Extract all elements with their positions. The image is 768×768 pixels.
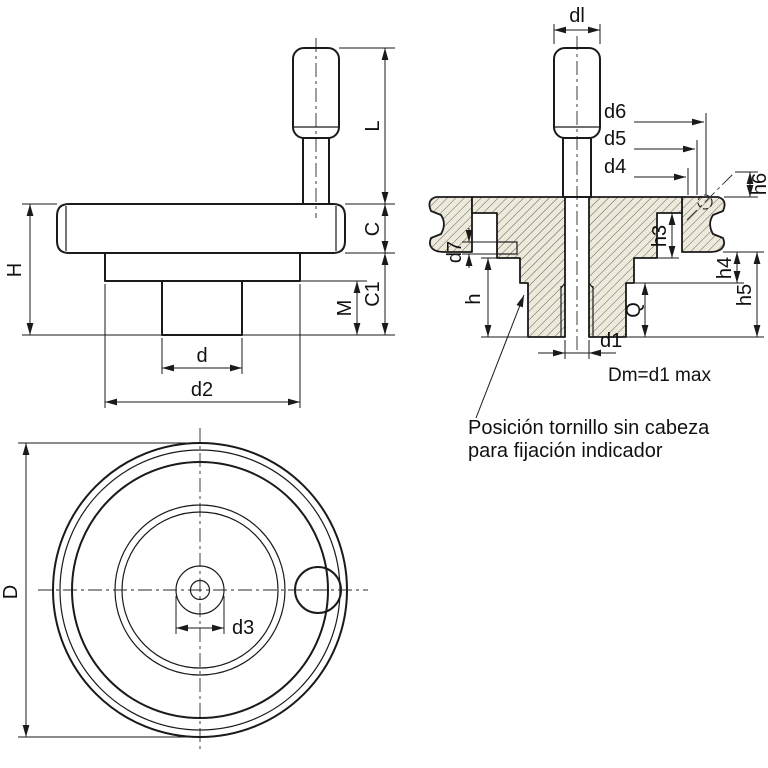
- dim-label-d7: d7: [444, 241, 466, 263]
- dim-h3: h3: [649, 213, 679, 259]
- dim-label-h3: h3: [649, 225, 671, 247]
- note-line1: Posición tornillo sin cabeza: [468, 417, 710, 439]
- indicator-hole-axis: [686, 171, 736, 221]
- dim-label-C1: C1: [362, 281, 384, 307]
- hub: [161, 280, 243, 336]
- dim-h5: h5: [626, 252, 764, 338]
- dim-label-L: L: [362, 120, 384, 131]
- dim-label-h6: h6: [749, 173, 768, 195]
- dim-label-d6: d6: [604, 101, 626, 123]
- dim-label-Q: Q: [623, 302, 645, 318]
- note-set-screw: Posición tornillo sin cabeza para fijaci…: [468, 294, 710, 462]
- dim-label-h4: h4: [714, 257, 736, 279]
- side-view: H L C C1 M d: [4, 38, 395, 408]
- dim-dl: dl: [553, 5, 601, 44]
- dim-d4: d4: [604, 156, 689, 195]
- dim-D: D: [0, 442, 200, 738]
- dim-L: L: [339, 47, 395, 205]
- dim-Q: Q: [623, 283, 649, 337]
- dim-d6: d6: [604, 101, 707, 195]
- note-line2: para fijación indicador: [468, 440, 663, 462]
- front-view: D d3: [0, 428, 368, 752]
- bore-thread: [560, 282, 594, 337]
- dim-d5: d5: [604, 128, 698, 195]
- dim-h: h: [463, 257, 528, 338]
- indicator-hole: [697, 194, 713, 210]
- dim-label-Dm: Dm=d1 max: [608, 365, 711, 386]
- dim-label-D: D: [0, 585, 22, 599]
- dim-label-dl: dl: [569, 5, 585, 27]
- wheel-rim-side: [56, 203, 346, 254]
- rim-section-right: [681, 196, 726, 253]
- dim-M: M: [300, 280, 367, 335]
- set-screw-hole: [496, 241, 518, 255]
- handle-neck-section: [562, 137, 592, 198]
- dim-label-C: C: [362, 222, 384, 236]
- dim-d: d: [161, 338, 243, 374]
- hub-section-left: [471, 196, 566, 338]
- dim-label-M: M: [334, 300, 356, 317]
- dim-H: H: [4, 203, 162, 336]
- dim-label-h5: h5: [734, 284, 756, 306]
- dim-label-d4: d4: [604, 156, 626, 178]
- dim-C1: C1: [242, 253, 395, 336]
- hub-step: [104, 252, 301, 282]
- section-view: dl d6 d5 d4 h6 h3: [428, 5, 768, 462]
- dim-C: C: [345, 204, 395, 254]
- dim-d2: d2: [104, 284, 301, 408]
- dim-h6: h6: [724, 171, 768, 198]
- dim-label-d2: d2: [191, 379, 213, 401]
- dim-label-H: H: [4, 263, 26, 277]
- dim-d3: d3: [175, 596, 254, 639]
- dim-d1: d1: [538, 330, 622, 359]
- dim-label-d1: d1: [600, 330, 622, 352]
- dim-label-d: d: [196, 345, 207, 367]
- dim-label-d3: d3: [232, 617, 254, 639]
- dim-label-d5: d5: [604, 128, 626, 150]
- dim-d7: d7: [444, 228, 497, 268]
- dim-label-h: h: [463, 293, 485, 304]
